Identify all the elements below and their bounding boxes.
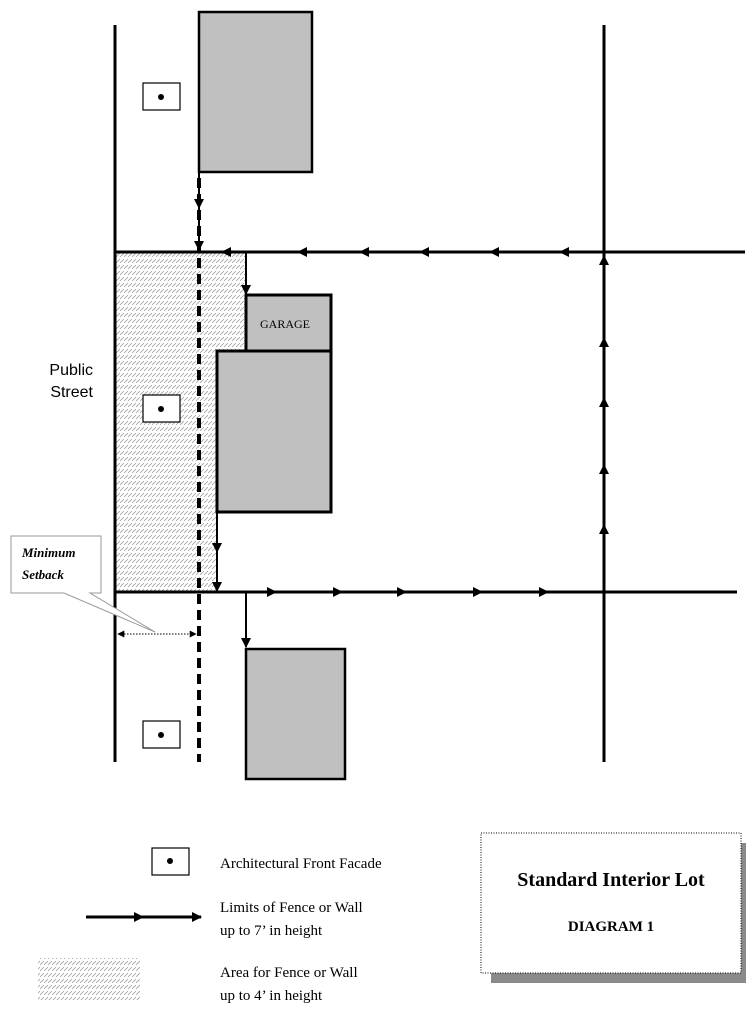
title-box: Standard Interior Lot DIAGRAM 1 — [480, 832, 746, 983]
callout-line2: Setback — [22, 567, 64, 582]
garage-label: GARAGE — [260, 317, 310, 331]
legend-fence7-line2: up to 7’ in height — [220, 923, 323, 939]
diagram-title: Standard Interior Lot — [517, 869, 705, 891]
street-label-line1: Public — [49, 362, 93, 379]
legend-fence4-line1: Area for Fence or Wall — [220, 965, 358, 981]
diagram-number: DIAGRAM 1 — [568, 919, 654, 935]
street-label-line2: Street — [50, 384, 93, 401]
fence-4ft-area — [116, 252, 246, 592]
front-facade-icon — [142, 394, 181, 423]
neighbor-house-top — [197, 10, 314, 174]
legend-facade-icon — [151, 847, 190, 876]
minimum-setback-callout: Minimum Setback — [10, 535, 156, 633]
neighbor-house-bottom — [244, 647, 347, 781]
legend-fence4-line2: up to 4’ in height — [220, 988, 323, 1004]
legend: Architectural Front Facade Limits of Fen… — [38, 847, 382, 1004]
legend-hatch-swatch — [38, 958, 140, 1000]
front-facade-icon — [142, 720, 181, 749]
garage — [244, 293, 333, 353]
legend-fence7-line1: Limits of Fence or Wall — [220, 900, 363, 916]
legend-facade-label: Architectural Front Facade — [220, 856, 382, 872]
callout-line1: Minimum — [21, 545, 75, 560]
house — [215, 349, 333, 514]
front-facade-icon — [142, 82, 181, 111]
